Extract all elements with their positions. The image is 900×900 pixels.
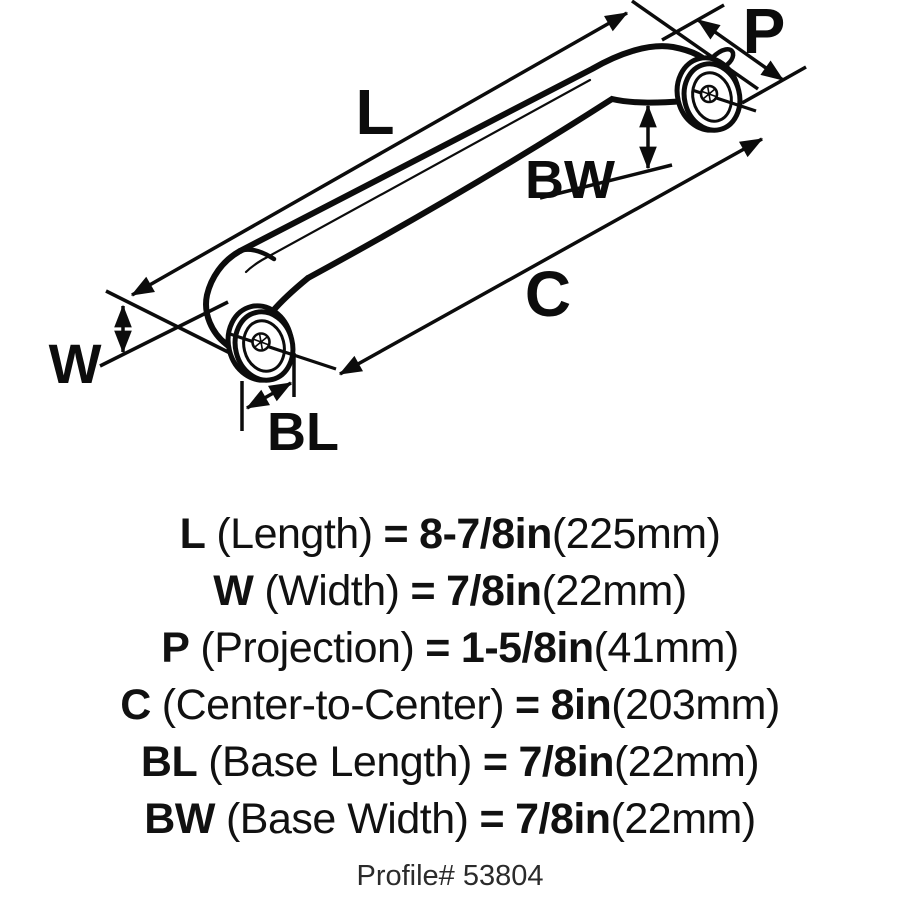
dim-tick-projection-2	[741, 65, 807, 105]
equals-sign: =	[482, 738, 508, 786]
profile-number: Profile# 53804	[356, 860, 544, 892]
spec-metric: (22mm)	[610, 795, 757, 843]
handle-highlight-line	[244, 78, 592, 274]
spec-metric: (225mm)	[551, 510, 721, 558]
center-extension-lines	[229, 88, 757, 371]
label-width: W	[49, 332, 102, 395]
dimension-lines	[99, 0, 807, 431]
spec-name: (Base Width)	[225, 795, 469, 843]
spec-abbr: L	[179, 510, 206, 558]
spec-name: (Length)	[216, 510, 373, 558]
base-left	[225, 303, 296, 383]
dim-ext-width-upper	[105, 289, 239, 359]
spec-name: (Base Length)	[208, 738, 472, 786]
screw-right	[699, 84, 719, 104]
dim-arrow-base-length	[245, 381, 293, 410]
spec-imperial: 8in	[550, 681, 612, 729]
base-left-inner-ring	[242, 319, 286, 373]
spec-abbr: W	[213, 567, 254, 615]
spec-metric: (22mm)	[541, 567, 688, 615]
dim-ext-base-width	[539, 163, 673, 200]
dim-line-center-to-center	[338, 137, 764, 376]
spec-imperial: 1-5/8in	[460, 624, 594, 672]
screw-left-center	[259, 340, 263, 344]
handle-body	[203, 43, 736, 360]
spec-row-width: W(Width)=7/8in(22mm)	[0, 563, 900, 620]
spec-row-projection: P(Projection)=1-5/8in(41mm)	[0, 620, 900, 677]
spec-metric: (22mm)	[613, 738, 760, 786]
screw-left	[251, 332, 271, 352]
screw-right-center	[707, 92, 711, 96]
spec-name: (Width)	[264, 567, 400, 615]
handle-left-bend	[269, 275, 311, 315]
spec-metric: (41mm)	[593, 624, 740, 672]
spec-imperial: 7/8in	[515, 795, 611, 843]
equals-sign: =	[383, 510, 409, 558]
label-base-width: BW	[525, 150, 615, 210]
spec-abbr: C	[120, 681, 151, 729]
handle-top-edge	[237, 43, 714, 254]
dimension-labels: L W P C BL BW	[49, 0, 786, 462]
label-projection: P	[743, 0, 786, 67]
dim-tick-projection-1	[661, 3, 725, 42]
handle-bottom-edge	[305, 95, 687, 281]
spec-list: L(Length)=8-7/8in(225mm) W(Width)=7/8in(…	[0, 506, 900, 893]
spec-name: (Center-to-Center)	[161, 681, 505, 729]
spec-row-center-to-center: C(Center-to-Center)=8in(203mm)	[0, 677, 900, 734]
label-base-length: BL	[267, 402, 339, 462]
spec-abbr: BL	[140, 738, 198, 786]
base-right-inner-ring	[691, 71, 733, 123]
spec-imperial: 8-7/8in	[419, 510, 552, 558]
spec-metric: (203mm)	[611, 681, 780, 729]
equals-sign: =	[410, 567, 436, 615]
spec-imperial: 7/8in	[446, 567, 542, 615]
dim-arrow-projection	[696, 18, 785, 82]
label-center-to-center: C	[525, 258, 571, 330]
handle-diagram: L W P C BL BW	[49, 0, 807, 462]
spec-row-length: L(Length)=8-7/8in(225mm)	[0, 506, 900, 563]
equals-sign: =	[479, 795, 505, 843]
equals-sign: =	[425, 624, 450, 672]
spec-imperial: 7/8in	[518, 738, 614, 786]
spec-abbr: P	[161, 624, 190, 672]
spec-abbr: BW	[144, 795, 215, 843]
equals-sign: =	[515, 681, 540, 729]
label-length: L	[355, 76, 394, 148]
spec-row-base-width: BW(Base Width)=7/8in(22mm)	[0, 791, 900, 848]
spec-row-base-length: BL(Base Length)=7/8in(22mm)	[0, 734, 900, 791]
handle-diagram-svg: L W P C BL BW	[49, 0, 807, 462]
dim-ext-center-left	[229, 332, 337, 371]
spec-name: (Projection)	[200, 624, 415, 672]
handle-left-cusp	[235, 247, 277, 262]
